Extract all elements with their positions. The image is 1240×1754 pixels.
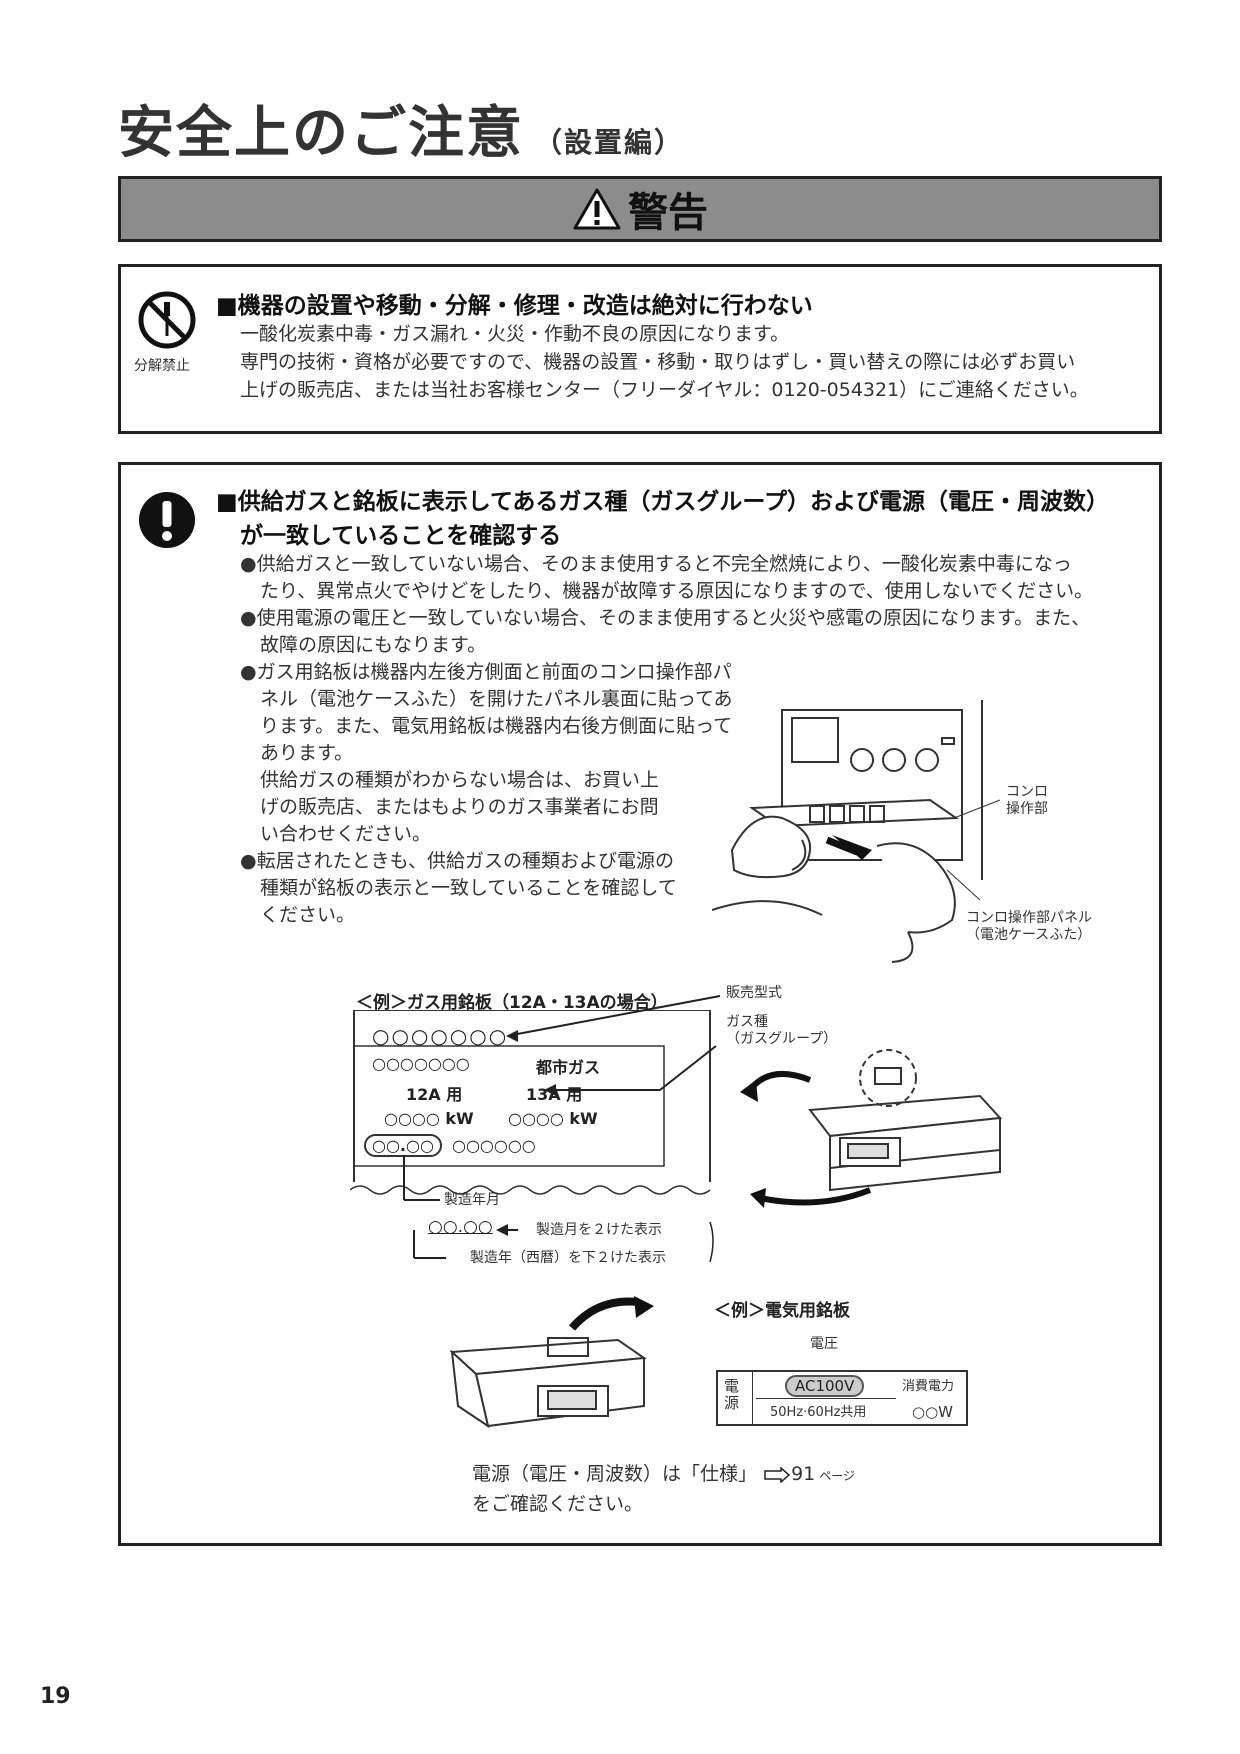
warning-banner: 警告 — [118, 176, 1162, 242]
unit-electric-illustration — [449, 1296, 654, 1429]
bullet-gas-mismatch: ●供給ガスと一致していない場合、そのまま使用すると不完全燃焼により、一酸化炭素中… — [240, 551, 1093, 605]
label-line: 操作部 — [1006, 801, 1048, 817]
label-line: コンロ — [1006, 784, 1048, 800]
bullet-line: げの販売店、またはもよりのガス事業者にお問 — [260, 796, 659, 818]
plate-kw-left: ○○○○ kW — [384, 1109, 474, 1128]
gas-plate-frame — [350, 1010, 711, 1195]
section1-heading: ■機器の設置や移動・分解・修理・改造は絶対に行わない — [216, 293, 813, 319]
footer-page-ref: 91 — [791, 1463, 816, 1485]
plate-model-value: ○○○○○○○ — [372, 1024, 509, 1048]
label-model: 販売型式 — [726, 985, 782, 1001]
gas-plate-title: ＜例＞ガス用銘板（12A・13Aの場合） — [356, 993, 668, 1013]
label-mfg-date: 製造年月 — [444, 1192, 500, 1208]
section2-heading-line2: が一致していることを確認する — [240, 523, 562, 549]
plate-12a: 12A 用 — [406, 1085, 463, 1104]
label-line: コンロ操作部パネル — [966, 910, 1092, 926]
warning-triangle-icon — [573, 188, 621, 230]
mfg-date-example: ○○.○○ — [428, 1217, 493, 1237]
bullet-line: い合わせください。 — [260, 823, 432, 845]
pointing-hand-icon — [764, 1465, 791, 1484]
plate-kw-right: ○○○○ kW — [508, 1109, 598, 1128]
no-disassembly-icon — [138, 291, 196, 349]
section1-body: 一酸化炭素中毒・ガス漏れ・火災・作動不良の原因になります。 専門の技術・資格が必… — [240, 320, 1089, 404]
bullet-line: ●転居されたときも、供給ガスの種類および電源の — [240, 850, 675, 872]
plate-frequency: 50Hz·60Hz共用 — [770, 1405, 867, 1420]
bullet-line: ●供給ガスと一致していない場合、そのまま使用すると不完全燃焼により、一酸化炭素中… — [240, 553, 1072, 575]
plate-row2-left: ○○○○○○○ — [372, 1054, 470, 1073]
unit-rotation-illustration — [740, 1049, 1003, 1208]
label-control-panel: コンロ 操作部 — [1006, 784, 1048, 818]
page-number: 19 — [40, 1684, 71, 1709]
bullet-line: 種類が銘板の表示と一致していることを確認して — [260, 877, 677, 899]
label-power-source: 電 源 — [724, 1378, 739, 1412]
plate-date: ○○.○○ — [364, 1134, 442, 1157]
label-mfg-year: 製造年（西暦）を下２けた表示 — [470, 1250, 666, 1266]
bullet-relocation: ●転居されたときも、供給ガスの種類および電源の 種類が銘板の表示と一致しているこ… — [240, 848, 677, 929]
section2-heading-line1: ■供給ガスと銘板に表示してあるガス種（ガスグループ）および電源（電圧・周波数） — [216, 489, 1109, 515]
bullet-line: ネル（電池ケースふた）を開けたパネル裏面に貼ってあ — [260, 688, 733, 710]
elec-plate-title: ＜例＞電気用銘板 — [714, 1301, 850, 1321]
section-no-disassembly — [118, 264, 1162, 434]
plate-voltage-value: AC100V — [785, 1375, 865, 1397]
label-mfg-month: 製造月を２けた表示 — [536, 1222, 662, 1238]
elec-plate-divider — [752, 1370, 753, 1426]
bullet-power-mismatch: ●使用電源の電圧と一致していない場合、そのまま使用すると火災や感電の原因になりま… — [240, 605, 1090, 659]
label-line: （ガスグループ） — [726, 1031, 838, 1047]
control-panel-illustration — [712, 700, 1001, 963]
label-line: 電 — [724, 1377, 740, 1395]
bullet-line: ●ガス用銘板は機器内左後方側面と前面のコンロ操作部パ — [240, 661, 732, 683]
page-title-sub: （設置編） — [534, 126, 685, 159]
label-line: 源 — [724, 1394, 740, 1412]
elec-plate-line — [756, 1398, 896, 1399]
label-line: （電池ケースふた） — [966, 927, 1092, 943]
gas-plate-pointers — [403, 995, 721, 1263]
bullet-line: ください。 — [260, 904, 356, 926]
warning-label: 警告 — [628, 190, 708, 236]
bullet-line: 故障の原因にもなります。 — [260, 634, 487, 656]
label-panel-cover: コンロ操作部パネル （電池ケースふた） — [966, 910, 1092, 944]
bullet-line: 供給ガスの種類がわからない場合は、お買い上 — [260, 769, 660, 791]
plate-power-value: ○○W — [912, 1403, 954, 1421]
label-power-consumption: 消費電力 — [902, 1379, 955, 1394]
plate-city-gas: 都市ガス — [536, 1058, 601, 1077]
mandatory-exclamation-icon — [139, 492, 195, 548]
page-title: 安全上のご注意 （設置編） — [118, 88, 684, 169]
section1-line: 専門の技術・資格が必要ですので、機器の設置・移動・取りはずし・買い替えの際には必… — [240, 351, 1076, 373]
label-gas-type: ガス種 （ガスグループ） — [726, 1014, 837, 1048]
footer-page-label: ページ — [819, 1469, 856, 1483]
section1-line: 上げの販売店、または当社お客様センター（フリーダイヤル：0120-054321）… — [240, 379, 1089, 401]
no-disassembly-caption: 分解禁止 — [134, 358, 190, 374]
bullet-line: あります。 — [260, 742, 354, 764]
section1-line: 一酸化炭素中毒・ガス漏れ・火災・作動不良の原因になります。 — [240, 323, 790, 345]
plate-serial: ○○○○○○ — [452, 1136, 536, 1155]
bullet-line: たり、異常点火でやけどをしたり、機器が故障する原因になりますので、使用しないでく… — [260, 580, 1094, 602]
elec-plate-frame — [716, 1370, 968, 1426]
label-voltage: 電圧 — [810, 1336, 838, 1352]
bullet-line: ります。また、電気用銘板は機器内右後方側面に貼って — [260, 715, 733, 737]
label-line: ガス種 — [726, 1014, 768, 1030]
section-gas-check — [118, 462, 1162, 1546]
page-title-main: 安全上のご注意 — [118, 101, 524, 166]
footer-text: 電源（電圧・周波数）は「仕様」 — [472, 1463, 758, 1485]
bullet-plate-location: ●ガス用銘板は機器内左後方側面と前面のコンロ操作部パ ネル（電池ケースふた）を開… — [240, 659, 733, 848]
bullet-line: ●使用電源の電圧と一致していない場合、そのまま使用すると火災や感電の原因になりま… — [240, 607, 1091, 629]
footer-line2: をご確認ください。 — [472, 1493, 644, 1515]
